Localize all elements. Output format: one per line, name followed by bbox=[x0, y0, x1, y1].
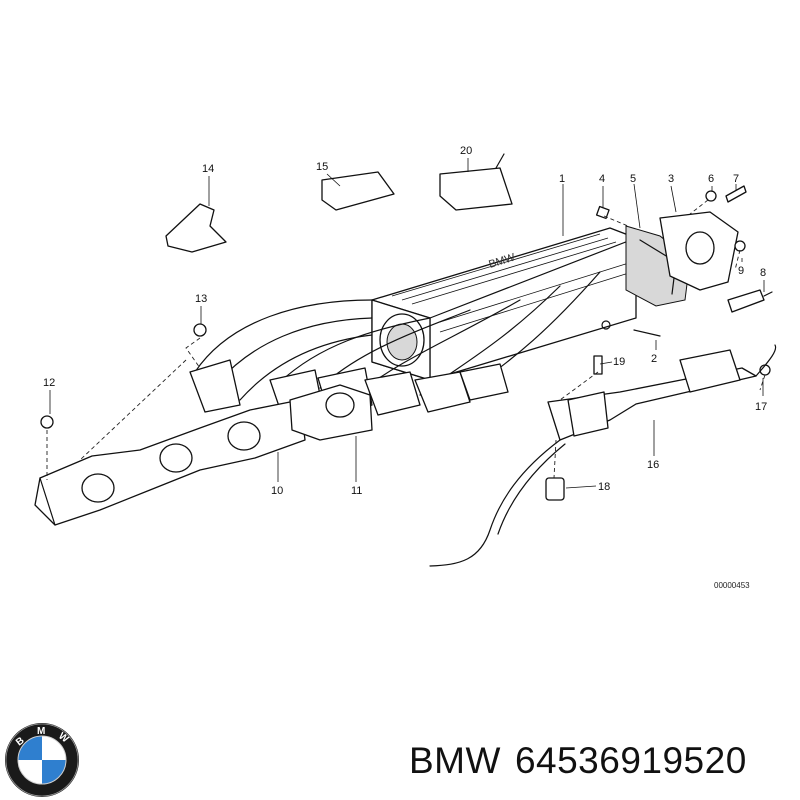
reference-code: 00000453 bbox=[714, 581, 750, 590]
part-number: 64536919520 bbox=[514, 740, 747, 781]
callout-13: 13 bbox=[195, 293, 207, 305]
leader-lines bbox=[49, 158, 765, 489]
callout-18: 18 bbox=[598, 481, 610, 493]
callout-19: 19 bbox=[613, 356, 625, 368]
callout-5: 5 bbox=[630, 173, 636, 185]
callout-20: 20 bbox=[460, 145, 472, 157]
callout-6: 6 bbox=[708, 173, 714, 185]
callout-16: 16 bbox=[647, 459, 659, 471]
bracket-assembly bbox=[429, 344, 777, 567]
callout-4: 4 bbox=[599, 173, 605, 185]
callout-2: 2 bbox=[651, 353, 657, 365]
brand-name: BMW bbox=[409, 740, 501, 781]
callout-3: 3 bbox=[668, 173, 674, 185]
callout-1: 1 bbox=[559, 173, 565, 185]
callout-12: 12 bbox=[43, 377, 55, 389]
intake-runners bbox=[189, 271, 601, 419]
callout-9: 9 bbox=[738, 265, 744, 277]
brackets bbox=[165, 153, 513, 253]
exhaust-gasket bbox=[34, 399, 306, 526]
callout-14: 14 bbox=[202, 163, 214, 175]
callout-11: 11 bbox=[351, 485, 362, 497]
assembly-lines bbox=[46, 199, 766, 480]
svg-text:M: M bbox=[37, 726, 45, 737]
callout-17: 17 bbox=[755, 401, 767, 413]
callout-15: 15 bbox=[316, 161, 328, 173]
callout-8: 8 bbox=[760, 267, 766, 279]
part-caption: BMW 64536919520 bbox=[409, 740, 747, 782]
callout-7: 7 bbox=[733, 173, 739, 185]
manifold-flange bbox=[289, 384, 373, 441]
callout-numbers: 1 2 3 4 5 6 7 8 9 10 11 12 13 14 15 16 1… bbox=[43, 145, 767, 590]
callout-10: 10 bbox=[271, 485, 283, 497]
bmw-roundel-icon: B M W bbox=[5, 723, 79, 797]
throttle-flange bbox=[659, 211, 739, 291]
